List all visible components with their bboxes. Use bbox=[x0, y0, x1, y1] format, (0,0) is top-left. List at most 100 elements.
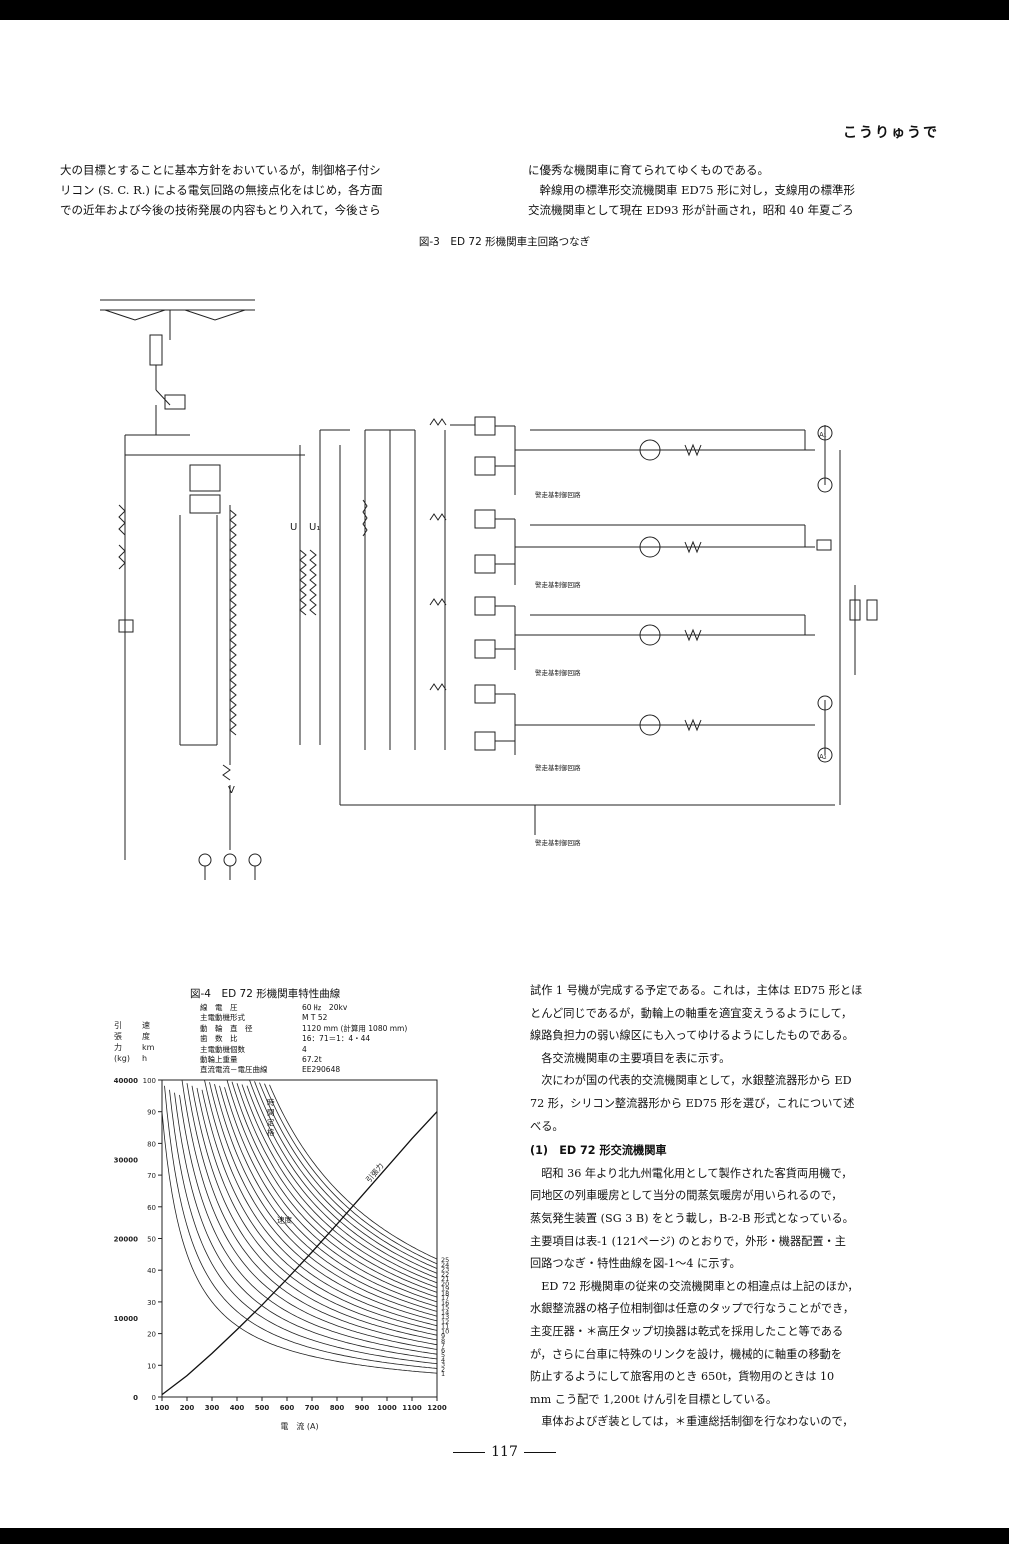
y-right-label-char: km bbox=[142, 1043, 155, 1052]
notch-curve bbox=[196, 1087, 438, 1336]
notch-curve bbox=[164, 1085, 438, 1369]
axle-group: A₁ A₂ bbox=[816, 425, 878, 805]
notch-label: 21 bbox=[441, 1275, 449, 1283]
notch-curve bbox=[201, 1089, 438, 1331]
y-right-label-char: 度 bbox=[142, 1031, 150, 1041]
speed-tick-label: 100 bbox=[143, 1077, 156, 1085]
text-line: での近年および今後の技術発展の内容もとり入れて，今後さら bbox=[60, 203, 381, 217]
x-tick-label: 1200 bbox=[427, 1404, 447, 1412]
characteristic-chart: 0102030405060708090100010000200003000040… bbox=[114, 1021, 450, 1431]
notch-curve bbox=[174, 1092, 438, 1360]
speed-tick-label: 10 bbox=[147, 1362, 156, 1370]
page-number: 117 bbox=[0, 1444, 1009, 1460]
text-line: 72 形，シリコン整流器形から ED75 形を選び，これについて述 bbox=[530, 1096, 855, 1110]
x-tick-label: 700 bbox=[305, 1404, 320, 1412]
text-line: が，さらに台車に特殊のリンクを設け，機械的に軸重の移動を bbox=[530, 1347, 843, 1361]
label-A1: A₁ bbox=[819, 431, 827, 439]
x-tick-label: 900 bbox=[355, 1404, 370, 1412]
hourly-label-char: 格 bbox=[267, 1127, 275, 1137]
notch-curve bbox=[191, 1085, 438, 1341]
text-line: 交流機関車として現在 ED93 形が計画され，昭和 40 年夏ごろ bbox=[528, 203, 854, 217]
running-header: こうりゅうで bbox=[843, 125, 939, 141]
speed-tick-label: 40 bbox=[147, 1267, 156, 1275]
notch-label: 12 bbox=[441, 1318, 449, 1326]
circuit-diagram: U U₁ V bbox=[100, 299, 878, 880]
speed-tick-label: 30 bbox=[147, 1299, 156, 1307]
notch-curve bbox=[226, 1079, 438, 1303]
spec-value: 4 bbox=[302, 1044, 307, 1054]
notch-curve bbox=[259, 1082, 438, 1269]
x-tick-label: 100 bbox=[155, 1404, 170, 1412]
x-axis-label: 電 流 (A) bbox=[280, 1421, 318, 1431]
x-tick-label: 1000 bbox=[377, 1404, 397, 1412]
tap-changer bbox=[179, 464, 237, 746]
y-left-label-char: 張 bbox=[114, 1032, 122, 1041]
notch-label: 22 bbox=[441, 1270, 449, 1278]
x-tick-label: 800 bbox=[330, 1404, 345, 1412]
figure3-caption: 図-3 ED 72 形機関車主回路つなぎ bbox=[418, 236, 591, 248]
notch-label: 9 bbox=[441, 1332, 445, 1340]
speed-series-label: 速度 bbox=[277, 1215, 292, 1225]
hourly-label-char: 時 bbox=[267, 1098, 275, 1107]
text-line: とんど同じであるが，動輪上の軸重を適宜変えうるようにして， bbox=[530, 1006, 853, 1020]
text-line: 水銀整流器の格子位相制御は任意のタップで行なうことができ， bbox=[530, 1302, 855, 1316]
label-V: V bbox=[228, 785, 235, 796]
motor-circuits bbox=[414, 416, 815, 755]
notch-label: 11 bbox=[441, 1323, 449, 1331]
label-control-1: 警走基制御回路 bbox=[535, 490, 581, 499]
notch-curve bbox=[181, 1079, 438, 1350]
x-tick-label: 500 bbox=[255, 1404, 270, 1412]
text-line: 大の目標とすることに基本方針をおいているが，制御格子付シ bbox=[60, 163, 381, 177]
x-tick-label: 400 bbox=[230, 1404, 245, 1412]
ground-group bbox=[198, 853, 262, 880]
notch-label: 23 bbox=[441, 1266, 449, 1274]
text-line: 次にわが国の代表的交流機関車として，水銀整流器形から ED bbox=[530, 1074, 852, 1088]
spec-key: 主電動機形式 bbox=[200, 1013, 245, 1023]
bottom-border-bar bbox=[0, 1528, 1009, 1544]
notch-curve bbox=[186, 1083, 438, 1346]
notch-curve bbox=[219, 1085, 438, 1312]
hourly-label-char: 定 bbox=[267, 1117, 275, 1127]
text-line: 昭和 36 年より北九州電化用として製作された客貨両用機で， bbox=[530, 1166, 853, 1180]
tractive-tick-label: 0 bbox=[133, 1394, 138, 1402]
notch-label: 13 bbox=[441, 1313, 449, 1321]
page-number-value: 117 bbox=[491, 1444, 518, 1460]
x-tick-label: 200 bbox=[180, 1404, 195, 1412]
spec-key: 動 輪 直 径 bbox=[200, 1023, 253, 1033]
notch-label: 19 bbox=[441, 1285, 449, 1293]
notch-curve bbox=[254, 1081, 438, 1274]
hourly-label-char: 間 bbox=[267, 1108, 275, 1117]
speed-tick-label: 20 bbox=[147, 1331, 156, 1339]
spec-value: 60 ㎐ 20kv bbox=[302, 1003, 348, 1012]
section-title: (1) ED 72 形交流機関車 bbox=[530, 1144, 667, 1158]
label-A2: A₂ bbox=[819, 753, 827, 761]
notch-label: 25 bbox=[441, 1256, 449, 1264]
notch-label: 15 bbox=[441, 1304, 449, 1312]
notch-curve bbox=[209, 1082, 438, 1322]
pantograph-group bbox=[100, 299, 255, 435]
tractive-tick-label: 20000 bbox=[114, 1236, 138, 1244]
top-border-bar bbox=[0, 0, 1009, 20]
text-line: 幹線用の標準形交流機関車 ED75 形に対し，支線用の標準形 bbox=[528, 183, 856, 197]
text-line: 主要項目は表-1 (121ページ) のとおりで，外形・機器配置・主 bbox=[530, 1234, 846, 1248]
speed-tick-label: 50 bbox=[147, 1236, 156, 1244]
spec-value: 16：71＝1：4・44 bbox=[302, 1034, 371, 1044]
text-line: リコン (S. C. R.) による電気回路の無接点化をはじめ，各方面 bbox=[60, 183, 383, 197]
notch-label: 8 bbox=[441, 1337, 445, 1345]
notch-label: 4 bbox=[441, 1356, 445, 1364]
spec-key: 線 電 圧 bbox=[200, 1003, 238, 1012]
notch-curve bbox=[179, 1094, 438, 1355]
label-control-2: 警走基制御回路 bbox=[535, 580, 581, 589]
spec-value: M T 52 bbox=[302, 1013, 328, 1023]
notch-curve bbox=[249, 1079, 438, 1279]
notch-curve bbox=[246, 1085, 438, 1284]
text-line: ED 72 形機関車の従来の交流機関車との相違点は上記のほか， bbox=[530, 1279, 859, 1293]
speed-tick-label: 60 bbox=[147, 1204, 156, 1212]
label-control-5: 警走基制御回路 bbox=[535, 838, 581, 847]
notch-curve bbox=[214, 1084, 438, 1317]
